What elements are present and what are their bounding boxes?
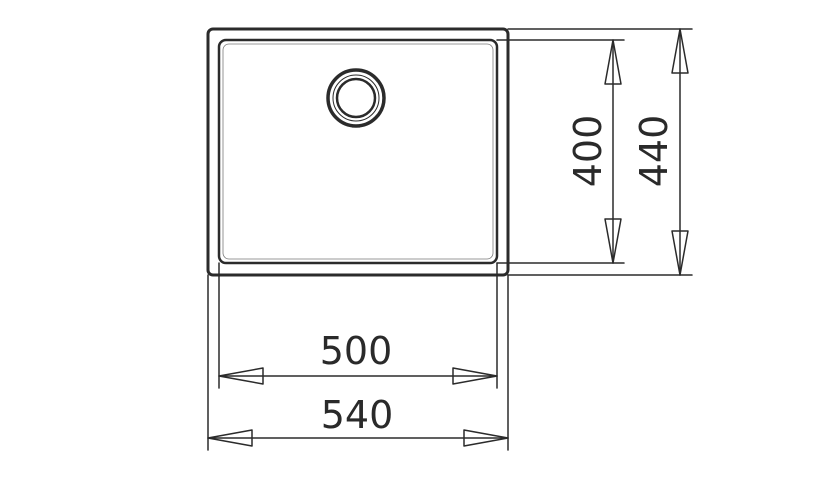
drain-circle-icon — [326, 68, 386, 128]
dim-label-400: 400 — [566, 115, 610, 188]
sink-inner-bowl — [217, 38, 499, 265]
dim-line-500 — [218, 367, 498, 385]
dim-label-500: 500 — [320, 329, 393, 373]
dim-label-540: 540 — [321, 393, 394, 437]
dim-line-400 — [604, 39, 622, 264]
dim-line-540 — [207, 429, 509, 447]
dim-label-440: 440 — [632, 115, 676, 188]
dim-line-440 — [671, 28, 689, 276]
sink-inner-bowl-shadow — [222, 43, 494, 260]
sink-outer-rim — [206, 27, 510, 277]
